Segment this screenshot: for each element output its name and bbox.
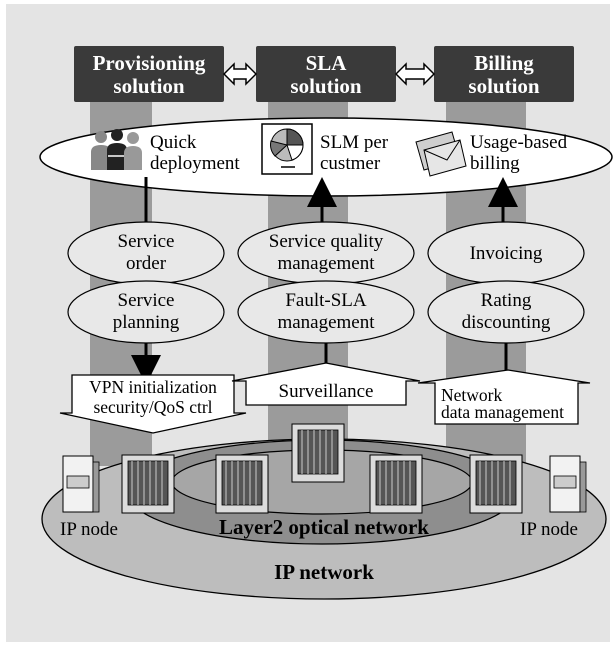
service-order-line1: Service	[118, 231, 175, 252]
slm-per-customer-line1: SLM per	[320, 132, 389, 153]
optical-switch-icon-3	[291, 423, 345, 483]
fault-sla-line2: management	[277, 312, 375, 333]
service-quality-line1: Service quality	[269, 231, 384, 252]
ip-node-label-right: IP node	[520, 519, 578, 540]
service-planning-line2: planning	[113, 312, 180, 333]
people-icon	[91, 129, 142, 170]
billing-header-line2: solution	[468, 74, 540, 98]
double-arrow-icon-left	[222, 62, 258, 86]
provisioning-header-line1: Provisioning	[93, 51, 206, 75]
provisioning-header-line2: solution	[113, 74, 185, 98]
ip-node-label-left: IP node	[60, 519, 118, 540]
service-quality-line2: management	[277, 253, 375, 274]
usage-billing-line1: Usage-based	[470, 132, 568, 153]
service-quality-oval: Service quality management	[237, 221, 415, 285]
network-data-arrow-box: Network data management	[417, 369, 591, 425]
rating-line2: discounting	[462, 312, 551, 333]
ip-node-server-icon-left	[62, 455, 100, 513]
optical-switch-icon-4	[369, 454, 423, 514]
ip-network-label: IP network	[274, 560, 374, 584]
vpn-arrow-box: VPN initialization security/QoS ctrl	[59, 374, 247, 434]
slm-per-customer-line2: custmer	[320, 153, 381, 174]
quick-deployment-line1: Quick	[150, 132, 197, 153]
optical-switch-icon-1	[121, 454, 175, 514]
fault-sla-oval: Fault-SLA management	[237, 280, 415, 344]
surveillance-arrow-box: Surveillance	[231, 362, 421, 406]
usage-billing-line2: billing	[470, 153, 520, 174]
fault-sla-line1: Fault-SLA	[285, 290, 367, 311]
invoicing-oval: Invoicing	[427, 221, 585, 285]
vpn-line1: VPN initialization	[89, 377, 217, 397]
sla-header-line2: solution	[290, 74, 362, 98]
network-data-line1: Network	[441, 385, 502, 405]
invoicing-label: Invoicing	[470, 243, 543, 264]
double-arrow-icon-right	[394, 62, 436, 86]
ip-node-server-icon-right	[549, 455, 587, 513]
optical-switch-icon-5	[469, 454, 523, 514]
vpn-line2: security/QoS ctrl	[93, 397, 212, 417]
rating-discounting-oval: Rating discounting	[427, 280, 585, 344]
rating-line1: Rating	[481, 290, 532, 311]
billing-header: Billing solution	[434, 46, 574, 102]
service-order-line2: order	[126, 253, 167, 274]
service-planning-line1: Service	[118, 290, 175, 311]
service-planning-oval: Service planning	[67, 280, 225, 344]
network-data-line2: data management	[441, 402, 564, 422]
service-order-oval: Service order	[67, 221, 225, 285]
layer2-optical-network-label: Layer2 optical network	[219, 515, 429, 539]
provisioning-header: Provisioning solution	[74, 46, 224, 102]
bill-envelope-icon	[415, 131, 467, 177]
sla-header: SLA solution	[256, 46, 396, 102]
quick-deployment-line2: deployment	[150, 153, 240, 174]
billing-header-line1: Billing	[474, 51, 534, 75]
surveillance-label: Surveillance	[279, 381, 374, 402]
optical-switch-icon-2	[215, 454, 269, 514]
sla-header-line1: SLA	[306, 51, 348, 75]
pie-report-icon	[261, 123, 313, 175]
